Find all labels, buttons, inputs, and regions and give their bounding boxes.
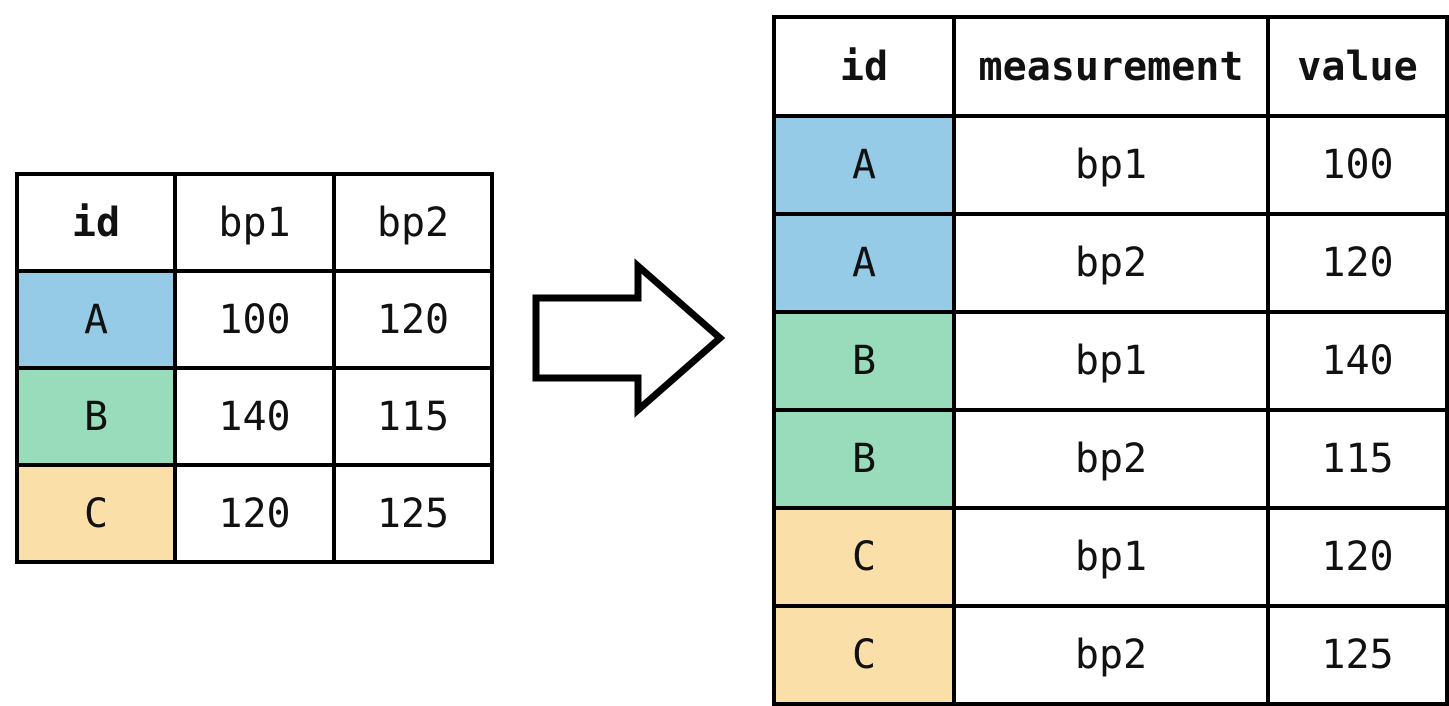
wide-cell-bp2: 120 (332, 269, 494, 370)
long-cell-measurement: bp2 (952, 212, 1270, 314)
long-cell-measurement: bp1 (952, 114, 1270, 216)
long-cell-value: 120 (1266, 506, 1449, 608)
long-format-table: id measurement value A bp1 100 A bp2 120… (772, 15, 1449, 706)
right-arrow-icon (532, 258, 726, 418)
long-header-value: value (1266, 15, 1449, 118)
wide-header-id: id (15, 172, 177, 273)
long-cell-measurement: bp1 (952, 310, 1270, 412)
long-cell-id: A (772, 212, 956, 314)
wide-cell-bp2: 115 (332, 366, 494, 467)
long-header-measurement: measurement (952, 15, 1270, 118)
table-header-row: id measurement value (772, 15, 1449, 118)
long-header-id: id (772, 15, 956, 118)
long-cell-value: 140 (1266, 310, 1449, 412)
wide-cell-id: A (15, 269, 177, 370)
wide-cell-bp1: 140 (173, 366, 336, 467)
wide-header-bp1: bp1 (173, 172, 336, 273)
table-row: B 140 115 (15, 366, 494, 467)
wide-cell-bp1: 100 (173, 269, 336, 370)
wide-header-bp2: bp2 (332, 172, 494, 273)
long-cell-measurement: bp2 (952, 408, 1270, 510)
table-row: B bp2 115 (772, 408, 1449, 510)
long-cell-id: C (772, 604, 956, 706)
wide-cell-bp1: 120 (173, 463, 336, 564)
long-cell-value: 115 (1266, 408, 1449, 510)
table-row: C bp2 125 (772, 604, 1449, 706)
table-row: B bp1 140 (772, 310, 1449, 412)
long-cell-id: C (772, 506, 956, 608)
long-cell-id: A (772, 114, 956, 216)
long-cell-measurement: bp2 (952, 604, 1270, 706)
table-row: A 100 120 (15, 269, 494, 370)
long-cell-measurement: bp1 (952, 506, 1270, 608)
table-row: C 120 125 (15, 463, 494, 564)
long-cell-value: 120 (1266, 212, 1449, 314)
wide-cell-bp2: 125 (332, 463, 494, 564)
long-cell-id: B (772, 310, 956, 412)
table-row: A bp1 100 (772, 114, 1449, 216)
table-row: A bp2 120 (772, 212, 1449, 314)
long-cell-value: 125 (1266, 604, 1449, 706)
wide-format-table: id bp1 bp2 A 100 120 B 140 115 C 120 125 (15, 172, 494, 564)
wide-cell-id: B (15, 366, 177, 467)
wide-cell-id: C (15, 463, 177, 564)
long-cell-value: 100 (1266, 114, 1449, 216)
table-header-row: id bp1 bp2 (15, 172, 494, 273)
long-cell-id: B (772, 408, 956, 510)
arrow-outline (532, 258, 726, 418)
table-row: C bp1 120 (772, 506, 1449, 608)
